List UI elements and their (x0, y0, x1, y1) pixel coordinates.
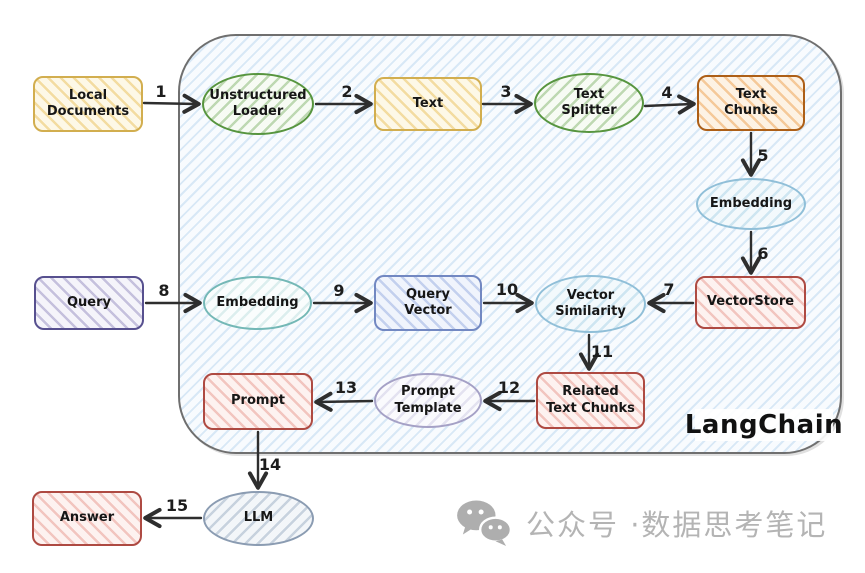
node-prompt: Prompt (203, 373, 313, 430)
node-label: VectorStore (706, 294, 795, 310)
node-text: Text (374, 77, 482, 131)
node-label: Embedding (216, 294, 299, 310)
node-text-chunks: Text Chunks (697, 75, 805, 131)
langchain-label: LangChain (684, 409, 844, 441)
node-label: LLM (243, 510, 274, 526)
node-label: Text (412, 95, 444, 111)
node-embedding-top: Embedding (696, 178, 806, 230)
node-label: Unstructured Loader (209, 87, 307, 119)
node-query: Query (34, 276, 144, 330)
wechat-icon (457, 500, 512, 547)
node-label: Answer (59, 510, 115, 526)
node-prompt-template: Prompt Template (374, 373, 482, 428)
node-label: Vector Similarity (555, 287, 626, 319)
node-label: Prompt Template (394, 384, 462, 416)
node-local-documents: Local Documents (33, 76, 143, 132)
node-text-splitter: Text Splitter (534, 73, 644, 133)
watermark: 公众号 ·数据思考笔记 (456, 498, 827, 548)
node-label: Text Splitter (561, 86, 617, 118)
node-embedding-mid: Embedding (203, 276, 312, 330)
node-unstructured-loader: Unstructured Loader (202, 73, 314, 135)
node-llm: LLM (203, 491, 314, 546)
node-related-text-chunks: Related Text Chunks (536, 372, 645, 429)
node-label: Query (66, 294, 111, 310)
node-label: Related Text Chunks (546, 384, 635, 416)
node-label: Prompt (231, 393, 285, 409)
node-vector-similarity: Vector Similarity (535, 275, 646, 333)
node-label: Text Chunks (724, 86, 778, 118)
node-label: Query Vector (404, 286, 452, 318)
node-answer: Answer (32, 491, 142, 546)
node-label: Embedding (709, 195, 793, 211)
node-query-vector: Query Vector (374, 275, 482, 331)
node-label: Local Documents (46, 87, 130, 119)
watermark-text: 公众号 ·数据思考笔记 (526, 508, 828, 542)
node-vectorstore: VectorStore (695, 276, 806, 329)
